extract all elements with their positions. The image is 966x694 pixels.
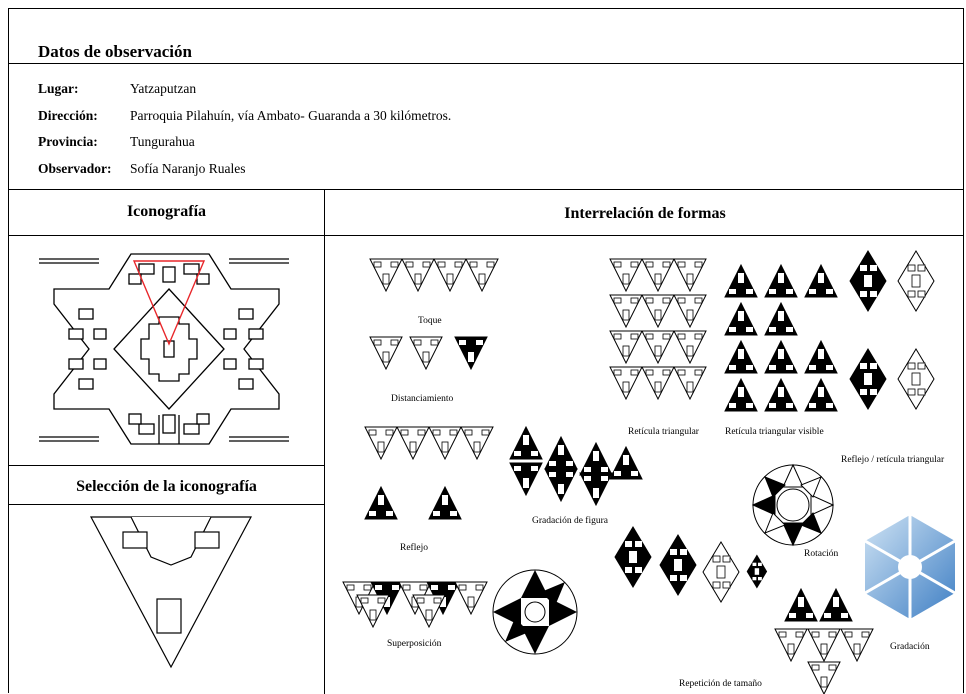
info-value: Yatzaputzan <box>130 81 197 96</box>
iconography-pattern <box>39 253 289 445</box>
caption-repeticion-tamano: Repetición de tamaño <box>679 679 762 689</box>
info-provincia: Provincia: Tungurahua <box>38 134 195 150</box>
divider <box>9 189 963 190</box>
info-direccion: Dirección: Parroquia Pilahuín, vía Ambato… <box>38 108 451 124</box>
caption-toque: Toque <box>418 316 442 326</box>
caption-distanciamiento: Distanciamiento <box>391 394 454 404</box>
divider <box>9 235 963 236</box>
info-label: Observador: <box>38 161 112 176</box>
info-lugar: Lugar: Yatzaputzan <box>38 81 196 97</box>
caption-reflejo-reticula: Reflejo / retícula triangular <box>841 455 945 465</box>
divider <box>9 465 325 466</box>
caption-rotacion: Rotación <box>804 549 839 559</box>
observation-sheet: Datos de observación Lugar: Yatzaputzan D… <box>8 8 964 694</box>
info-label: Dirección: <box>38 108 98 123</box>
caption-reticula-triangular: Retícula triangular <box>628 427 699 437</box>
caption-gradacion-figura: Gradación de figura <box>532 516 608 526</box>
caption-reticula-visible: Retícula triangular visible <box>725 427 824 437</box>
divider <box>9 504 325 505</box>
caption-reflejo: Reflejo <box>400 543 428 553</box>
info-value: Tungurahua <box>130 134 195 149</box>
iconografia-title: Iconografía <box>126 203 207 220</box>
selected-triangle <box>90 516 252 669</box>
info-observador: Observador: Sofía Naranjo Ruales <box>38 161 245 177</box>
info-value: Sofía Naranjo Ruales <box>130 161 246 176</box>
info-label: Provincia: <box>38 134 98 149</box>
column-divider <box>324 189 325 694</box>
seleccion-title: Selección de la iconografía <box>76 478 257 495</box>
sheet-title: Datos de observación <box>38 42 192 61</box>
interrelation-compositions <box>342 250 956 694</box>
interrelacion-title: Interrelación de formas <box>564 205 726 222</box>
divider <box>9 63 963 64</box>
info-value: Parroquia Pilahuín, vía Ambato- Guaranda… <box>130 108 452 123</box>
info-label: Lugar: <box>38 81 79 96</box>
caption-superposicion: Superposición <box>387 639 442 649</box>
caption-gradacion: Gradación <box>890 642 930 652</box>
